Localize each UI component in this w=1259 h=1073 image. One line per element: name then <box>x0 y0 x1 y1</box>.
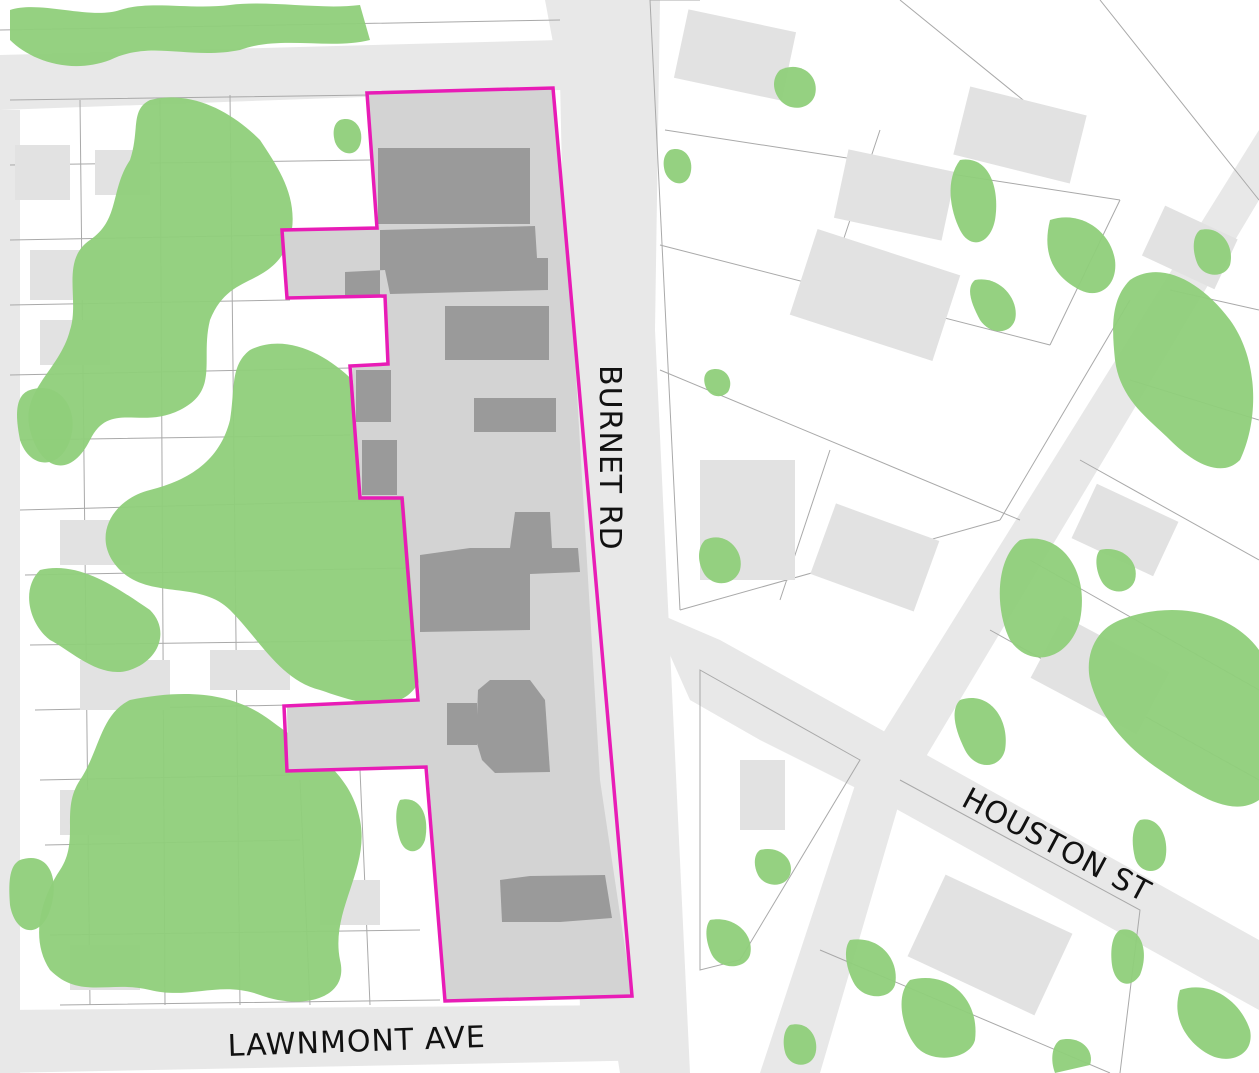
tree-canopy-patch <box>17 388 73 463</box>
tree-canopy-patch <box>10 3 370 67</box>
tree-canopy-patch <box>706 919 751 967</box>
tree-canopy-patch <box>1193 229 1231 275</box>
tree-canopy-patch <box>9 858 54 931</box>
site-building <box>500 875 612 922</box>
tree-canopy-patch <box>774 66 816 108</box>
tree-canopy <box>9 3 1259 1073</box>
tree-canopy-patch <box>901 978 976 1058</box>
context-building <box>1071 483 1179 577</box>
tree-canopy-patch <box>754 849 791 885</box>
context-building <box>907 874 1073 1016</box>
tree-canopy-patch <box>663 149 692 184</box>
tree-canopy-patch <box>1177 987 1251 1059</box>
context-building <box>15 145 70 200</box>
tree-canopy-patch <box>39 694 362 1002</box>
tree-canopy-patch <box>29 568 161 673</box>
tree-canopy-patch <box>105 343 432 704</box>
site-building <box>474 398 556 432</box>
tree-canopy-patch <box>1088 610 1259 807</box>
site-boundary <box>280 86 634 1003</box>
tree-canopy-patch <box>970 279 1016 332</box>
tree-canopy-patch <box>845 939 896 997</box>
burnet-road-label: BURNET RD <box>592 365 627 551</box>
site-building <box>420 512 580 632</box>
site-buildings <box>345 148 612 922</box>
context-building <box>740 760 785 830</box>
tree-canopy-patch <box>1132 819 1167 872</box>
context-building <box>953 86 1087 184</box>
tree-canopy-patch <box>704 369 731 397</box>
site-building <box>362 440 397 495</box>
lawnmont-avenue-road <box>0 1005 660 1073</box>
tree-canopy-patch <box>950 159 997 243</box>
tree-canopy-patch <box>1047 217 1116 294</box>
tree-canopy-patch <box>954 698 1006 765</box>
tree-canopy-patch <box>1111 929 1144 984</box>
site-building <box>476 680 550 773</box>
tree-canopy-patch <box>1052 1039 1091 1073</box>
site-building <box>356 370 391 422</box>
context-building <box>833 149 957 241</box>
site-building <box>378 148 530 224</box>
west-lane <box>0 110 20 1073</box>
tree-canopy-patch <box>1113 272 1254 469</box>
tree-canopy-patch <box>783 1024 817 1065</box>
tree-canopy-patch <box>396 799 427 852</box>
context-building <box>810 503 940 612</box>
site-building <box>447 703 477 745</box>
context-building <box>673 9 797 101</box>
tree-canopy-patch <box>699 537 741 584</box>
context-building <box>789 229 961 361</box>
tree-canopy-patch <box>28 97 293 466</box>
tree-canopy-patch <box>999 538 1082 658</box>
tree-canopy-patch <box>333 119 362 154</box>
site-building <box>445 306 549 360</box>
site-building <box>345 226 548 295</box>
tree-canopy-patch <box>1096 549 1136 592</box>
